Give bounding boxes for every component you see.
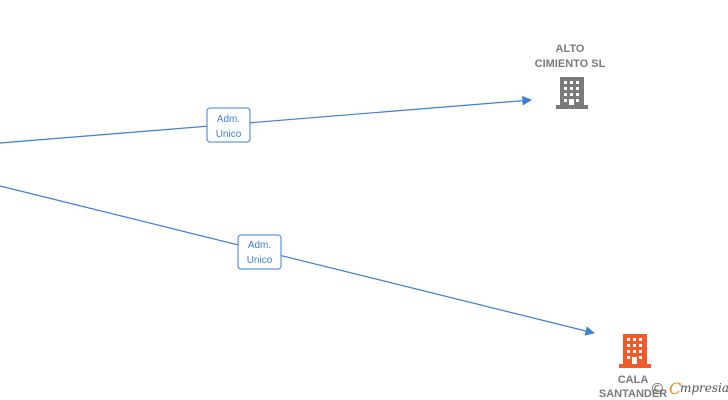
copyright-symbol: ©	[650, 380, 665, 398]
company-name-line1: CALA	[618, 374, 649, 386]
company-name-line2: CIMIENTO SL	[535, 58, 606, 70]
company-name-line1: ALTO	[556, 43, 585, 55]
company-node-alto-cimiento[interactable]: ALTO CIMIENTO SL	[535, 43, 606, 109]
watermark-e-letter: C	[669, 379, 681, 398]
edge-label-adm-unico[interactable]: Adm. Unico	[206, 107, 251, 143]
edge-label-line1: Adm.	[217, 114, 240, 125]
edge-label-line2: Unico	[247, 255, 273, 266]
building-icon	[619, 334, 651, 368]
edge-line-alto	[0, 95, 532, 144]
edge-label-line2: Unico	[216, 129, 242, 140]
edge-line-cala	[0, 185, 595, 336]
edge-label-line1: Adm.	[248, 240, 271, 251]
watermark-text: mpresia	[680, 381, 728, 395]
building-icon	[556, 77, 588, 109]
company-name-line2: SANTANDER	[599, 388, 667, 400]
edge-label-adm-unico[interactable]: Adm. Unico	[237, 234, 282, 270]
empresia-watermark: © C mpresia	[650, 379, 728, 398]
company-node-cala-santander[interactable]: CALA SANTANDER	[599, 334, 667, 400]
